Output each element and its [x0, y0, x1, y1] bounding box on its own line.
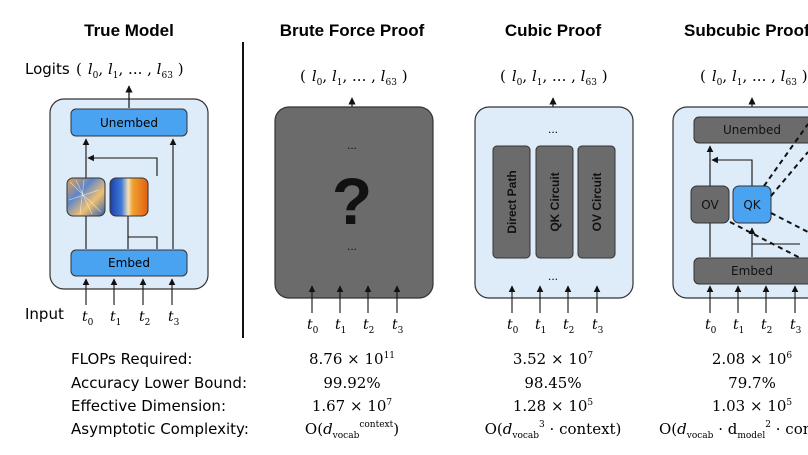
- cubic-column: Cubic Proof (l0, l1, ... , l63 ) ... Dir…: [474, 21, 634, 336]
- subcubic-unembed-box: [693, 116, 808, 144]
- token-t1: t1: [110, 309, 121, 328]
- subcubic-qk-up: [711, 156, 753, 188]
- svg-text:t0: t0: [307, 317, 319, 336]
- input-tokens: t0 t1 t2 t3: [82, 309, 180, 328]
- true-model-column: True Model Logits (l0, l1, ... , l63 ) U…: [25, 21, 209, 328]
- cubic-input-arrows: [508, 285, 601, 313]
- subcubic-ov-label: OV: [701, 198, 719, 212]
- true-model-title: True Model: [84, 21, 174, 40]
- brute-force-dimension: 1.67 × 107: [312, 397, 393, 415]
- svg-text:t2: t2: [363, 317, 374, 336]
- cubic-dots-top: ...: [548, 122, 558, 136]
- subcubic-tokens: t0 t1 t2 t3: [705, 317, 802, 336]
- brute-force-dots-top: ...: [347, 138, 357, 152]
- subcubic-embed-box: [693, 257, 808, 285]
- subcubic-complexity: O(dvocab · dmodel2 · con: [659, 420, 808, 441]
- attention-output-arrow: [87, 154, 158, 176]
- brute-force-tokens: t0 t1 t2 t3: [307, 317, 404, 336]
- input-label: Input: [25, 305, 64, 323]
- token-t0: t0: [82, 309, 94, 328]
- brute-force-black-box: [274, 106, 434, 299]
- svg-text:t2: t2: [563, 317, 574, 336]
- subcubic-column: Subcubic Proof (l0, l1, ... , l63 ) Unem…: [672, 21, 808, 336]
- brute-force-input-arrows: [308, 285, 401, 313]
- embed-box: [70, 249, 188, 277]
- svg-text:t0: t0: [705, 317, 717, 336]
- token-t2: t2: [139, 309, 150, 328]
- brute-force-complexity: O(dvocabcontext): [305, 420, 399, 441]
- brute-force-title: Brute Force Proof: [280, 21, 425, 40]
- subcubic-dashed-links: [729, 123, 808, 263]
- brute-force-accuracy: 99.92%: [323, 374, 380, 392]
- subcubic-flops: 2.08 × 106: [712, 350, 793, 368]
- cubic-accuracy: 98.45%: [524, 374, 581, 392]
- cubic-dimension: 1.28 × 105: [513, 397, 594, 415]
- metric-label-flops: FLOPs Required:: [71, 350, 192, 368]
- subcubic-dimension: 1.03 × 105: [712, 397, 793, 415]
- logits-expression: (l0, l1, ... , l63 ): [76, 60, 184, 81]
- subcubic-embed-label: Embed: [731, 264, 773, 278]
- svg-text:t2: t2: [761, 317, 772, 336]
- cubic-tokens: t0 t1 t2 t3: [507, 317, 604, 336]
- cubic-complexity: O(dvocab3 · context): [485, 420, 622, 441]
- direct-path-block: [492, 145, 531, 259]
- svg-text:t3: t3: [592, 317, 604, 336]
- subcubic-qk-box: [732, 185, 772, 224]
- subcubic-unembed-label: Unembed: [723, 123, 781, 137]
- subcubic-input-arrows: [706, 285, 799, 313]
- metric-label-dimension: Effective Dimension:: [71, 397, 226, 415]
- svg-text:t1: t1: [733, 317, 744, 336]
- svg-text:t3: t3: [392, 317, 404, 336]
- qk-circuit-block: [535, 145, 574, 259]
- svg-text:t1: t1: [535, 317, 546, 336]
- subcubic-title: Subcubic Proof: [684, 21, 808, 40]
- token-t3: t3: [168, 309, 180, 328]
- brute-force-column: Brute Force Proof (l0, l1, ... , l63 ) .…: [274, 21, 434, 336]
- svg-text:t0: t0: [507, 317, 519, 336]
- cubic-logits: (l0, l1, ... , l63 ): [500, 67, 608, 88]
- unembed-box: [70, 108, 188, 137]
- attention-key-line: [128, 236, 158, 249]
- cubic-flops: 3.52 × 107: [513, 350, 594, 368]
- ov-circuit-block: [577, 145, 616, 259]
- question-mark: ?: [332, 164, 372, 238]
- subcubic-accuracy: 79.7%: [728, 374, 776, 392]
- ov-circuit-label: OV Circuit: [590, 173, 604, 232]
- brute-force-dots-bottom: ...: [347, 239, 357, 253]
- svg-text:t1: t1: [335, 317, 346, 336]
- logits-label: Logits: [25, 60, 70, 78]
- input-arrows: [82, 278, 176, 305]
- metrics-table: FLOPs Required: Accuracy Lower Bound: Ef…: [71, 350, 808, 441]
- unembed-label: Unembed: [100, 116, 158, 130]
- direct-path-label: Direct Path: [505, 170, 519, 233]
- brute-force-flops: 8.76 × 1011: [309, 350, 395, 368]
- metric-label-accuracy: Accuracy Lower Bound:: [71, 374, 247, 392]
- subcubic-logits: (l0, l1, ... , l63 ): [700, 67, 808, 88]
- qk-circuit-label: QK Circuit: [548, 172, 562, 231]
- metric-label-complexity: Asymptotic Complexity:: [71, 420, 249, 438]
- subcubic-qk-label: QK: [743, 198, 761, 212]
- embed-label: Embed: [108, 256, 150, 270]
- ov-heatmap-icon: [109, 177, 149, 217]
- heatmap-texture: [68, 179, 102, 215]
- svg-text:t3: t3: [790, 317, 802, 336]
- subcubic-ov-box: [690, 185, 730, 224]
- brute-force-logits: (l0, l1, ... , l63 ): [300, 67, 408, 88]
- cubic-title: Cubic Proof: [505, 21, 602, 40]
- cubic-dots-bottom: ...: [548, 269, 558, 283]
